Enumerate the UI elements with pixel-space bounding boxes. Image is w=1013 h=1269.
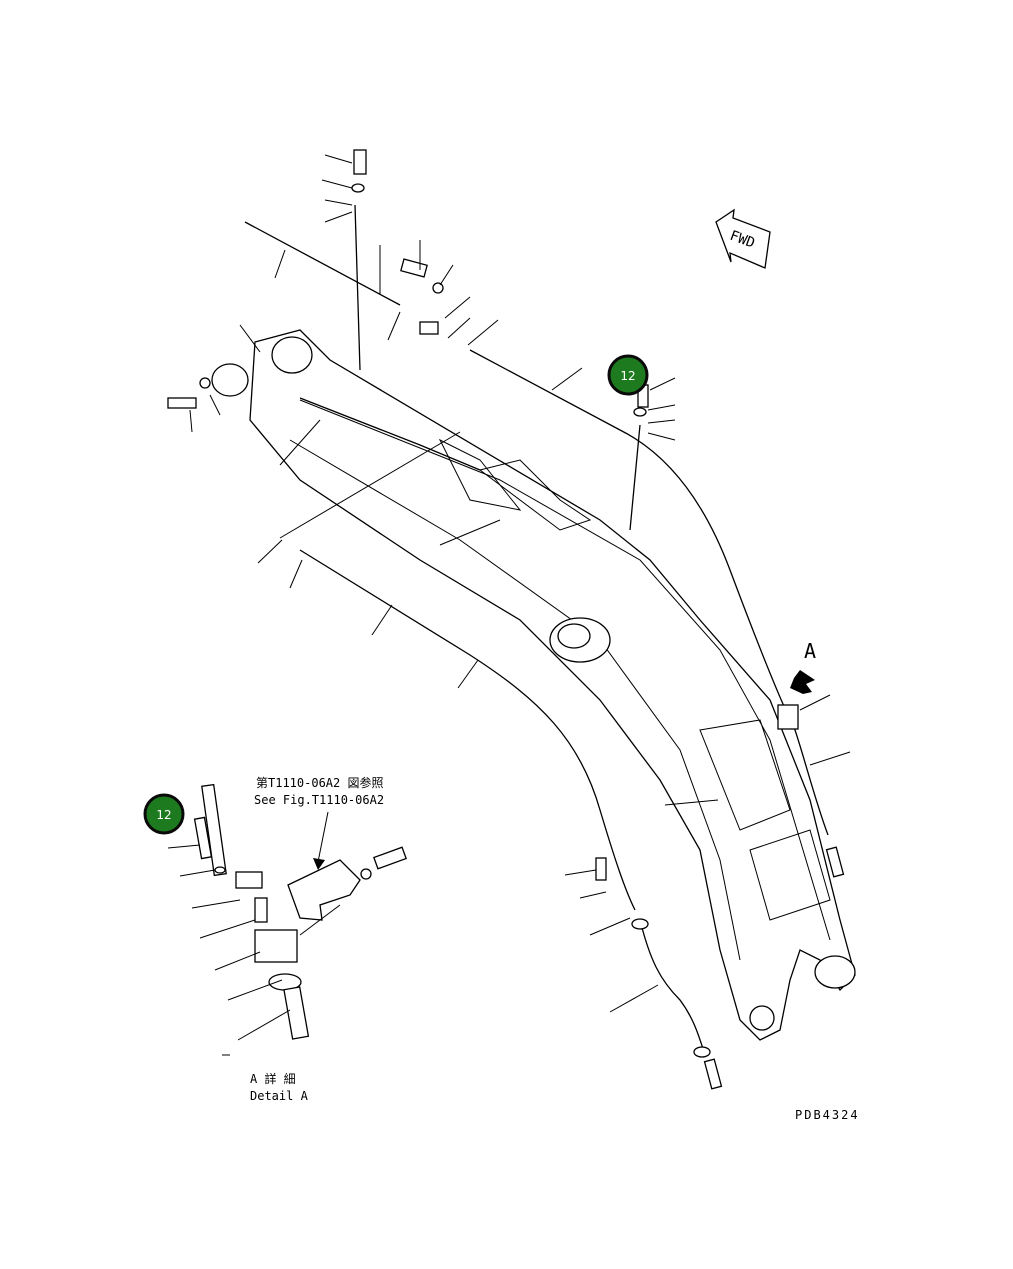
clamp-block-icon xyxy=(254,929,298,963)
drawing-number: PDB4324 xyxy=(795,1108,860,1122)
view-a-marker: A xyxy=(790,639,816,694)
view-arrow-icon xyxy=(790,670,815,694)
pin-icon xyxy=(254,897,268,923)
bolt-icon xyxy=(193,816,213,860)
bolt-icon xyxy=(353,149,367,175)
washer-icon xyxy=(351,183,365,193)
detail-a xyxy=(167,783,407,1056)
washer-icon xyxy=(631,918,649,930)
bolt-icon xyxy=(400,258,428,278)
leader-lines xyxy=(189,154,851,1013)
detail-caption-jp: A 詳 細 xyxy=(250,1071,296,1086)
callout-badge[interactable]: 12 xyxy=(607,354,649,396)
bolt-icon xyxy=(373,846,407,870)
bolt-icon xyxy=(825,846,845,878)
pipe-segment-icon xyxy=(283,986,310,1040)
washer-icon xyxy=(199,377,211,389)
washer-icon xyxy=(432,282,444,294)
spacer-icon xyxy=(419,321,439,335)
bracket-icon xyxy=(287,859,361,921)
hardware-parts xyxy=(167,149,845,1090)
reference-note-en: See Fig.T1110-06A2 xyxy=(254,793,384,807)
boom-body xyxy=(211,329,856,1041)
callout-label: 12 xyxy=(156,808,171,822)
reference-note-jp: 第T1110-06A2 図参照 xyxy=(256,775,383,790)
callout-label: 12 xyxy=(620,369,635,383)
washer-icon xyxy=(360,868,372,880)
fwd-arrow-icon: FWD xyxy=(715,208,771,269)
piping-lines xyxy=(244,204,829,1056)
view-marker-label: A xyxy=(804,639,816,663)
callout-badge[interactable]: 12 xyxy=(143,793,185,835)
bolt-icon xyxy=(167,397,197,409)
washer-icon xyxy=(214,866,226,874)
washer-icon xyxy=(693,1046,711,1058)
bolt-icon xyxy=(703,1058,723,1090)
clamp-icon xyxy=(777,704,799,730)
pipe-flange-icon xyxy=(235,871,263,889)
washer-icon xyxy=(633,407,647,417)
pipe-segment-icon xyxy=(201,783,227,877)
detail-caption-en: Detail A xyxy=(250,1089,309,1103)
bolt-icon xyxy=(595,857,607,881)
